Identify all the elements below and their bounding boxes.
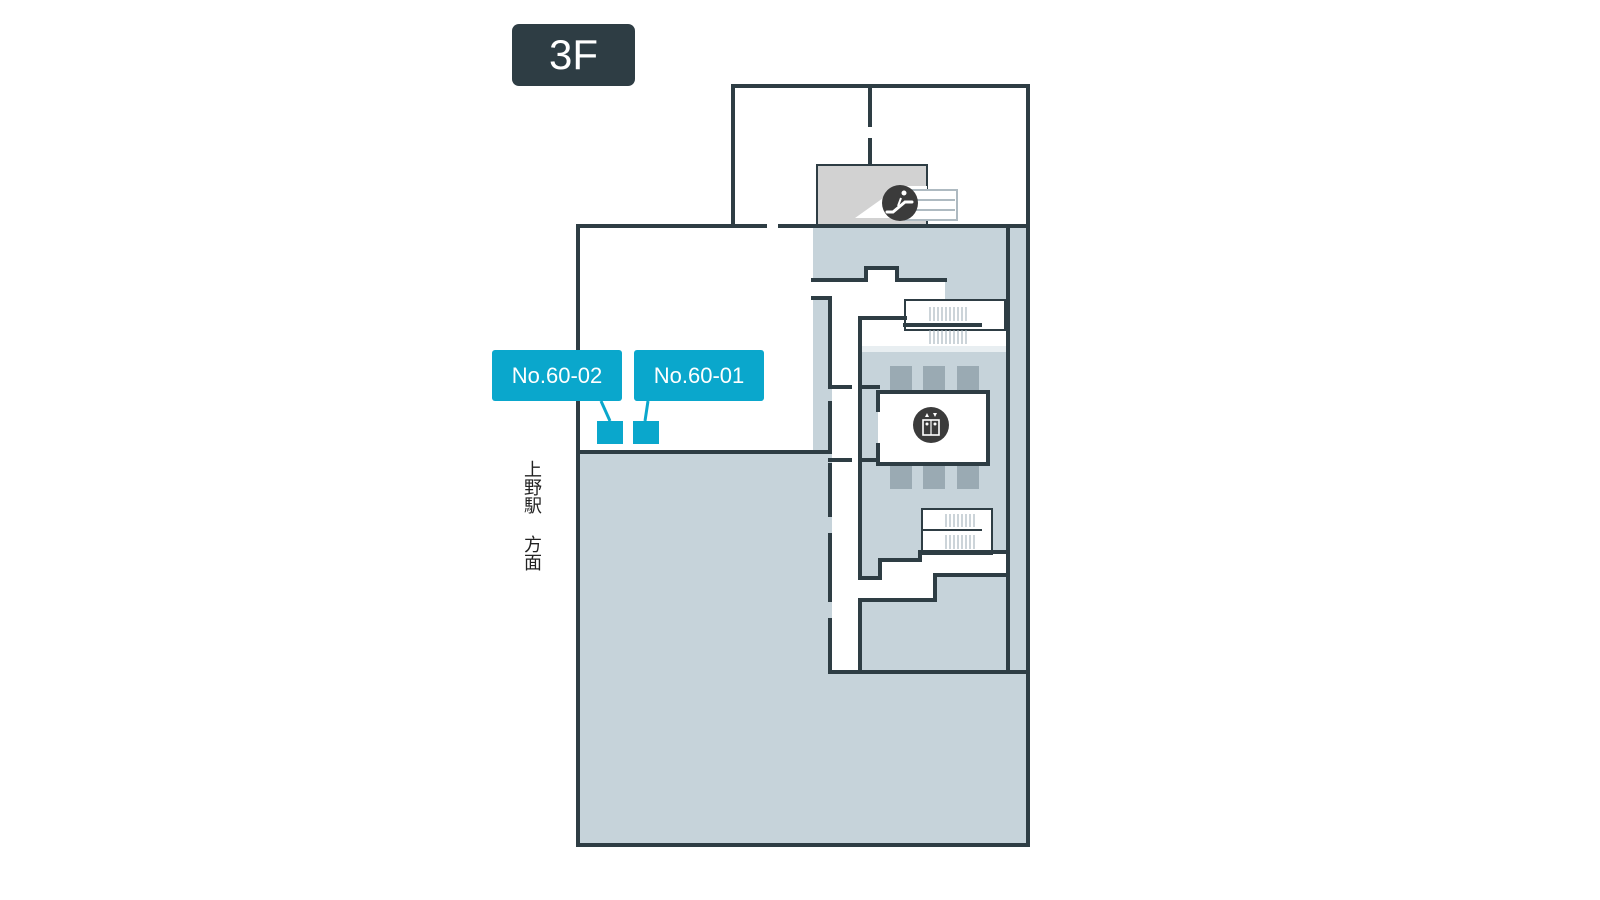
locker-label-60-02[interactable]: No.60-02 (492, 350, 622, 401)
locker-60-02[interactable] (597, 421, 623, 444)
escalator-icon[interactable] (882, 185, 918, 221)
walls (576, 84, 1030, 847)
locker-60-02-leader (599, 400, 612, 422)
direction-label: 上野駅 方面 (521, 460, 542, 571)
stairs-lower (921, 508, 993, 555)
floor-label: 3F (512, 24, 635, 86)
lockers (597, 400, 659, 444)
elevator-icon[interactable] (913, 407, 949, 443)
locker-label-60-01[interactable]: No.60-01 (634, 350, 764, 401)
locker-60-01[interactable] (633, 421, 659, 444)
locker-60-01-leader (643, 400, 650, 422)
elevator-shafts (890, 366, 979, 489)
